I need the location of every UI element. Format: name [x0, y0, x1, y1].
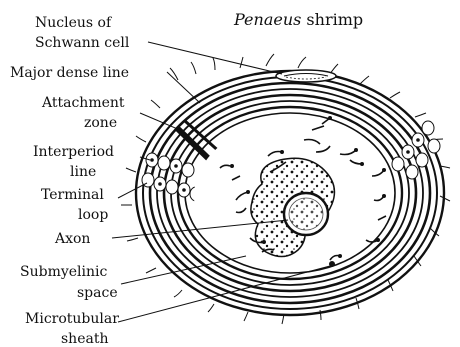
label-microtubular-line2: sheath: [61, 332, 108, 346]
label-axon: Axon: [55, 232, 90, 246]
axon: [284, 193, 328, 235]
label-interperiod-line2: line: [70, 165, 96, 179]
label-submyelinic-line2: space: [77, 286, 118, 300]
leader-microtubular-sheath: [118, 266, 330, 322]
label-terminal-line2: loop: [78, 208, 108, 222]
species-name: Penaeus: [234, 10, 301, 29]
schwann-cell-nucleus: [276, 70, 336, 82]
label-terminal-line1: Terminal: [41, 188, 104, 202]
label-nucleus-line1: Nucleus of: [35, 16, 111, 30]
label-major-dense-line: Major dense line: [10, 66, 129, 80]
title-rest: shrimp: [301, 10, 363, 29]
label-attachment-line2: zone: [84, 116, 117, 130]
diagram-title: Penaeus shrimp: [234, 12, 363, 28]
label-interperiod-line1: Interperiod: [33, 145, 114, 159]
leader-major-dense-line: [167, 72, 200, 103]
label-attachment-line1: Attachment: [42, 96, 125, 110]
label-nucleus-line2: Schwann cell: [35, 36, 129, 50]
label-submyelinic-line1: Submyelinic: [20, 265, 107, 279]
label-microtubular-line1: Microtubular: [25, 312, 119, 326]
right-terminal-loops: [392, 121, 440, 179]
